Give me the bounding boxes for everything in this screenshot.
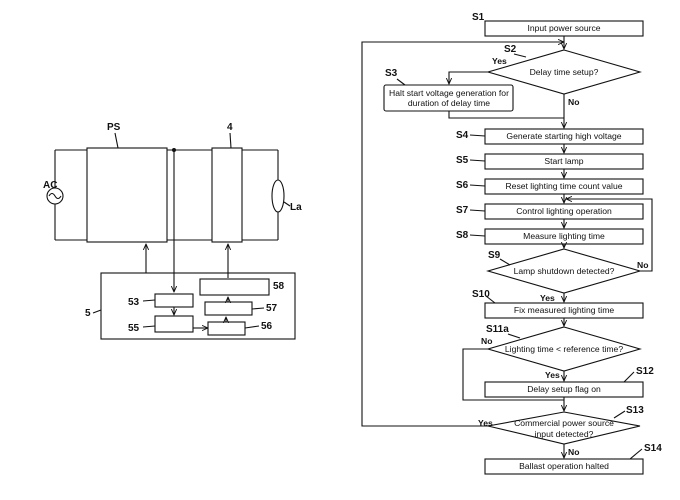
s11a-no-label: No xyxy=(481,336,492,346)
label-ps: PS xyxy=(107,122,121,133)
ps-block xyxy=(86,147,168,243)
step-s2-text: Delay time setup? xyxy=(530,67,599,77)
label-5: 5 xyxy=(85,308,91,319)
arrow-s13-loop xyxy=(361,42,564,427)
step-s6-text: Reset lighting time count value xyxy=(505,181,622,191)
arrow-s2-s3 xyxy=(449,71,488,84)
s8-leader xyxy=(469,234,486,237)
s9-no-label: No xyxy=(637,260,648,270)
unit-5-leader xyxy=(92,309,102,314)
s4-leader xyxy=(469,134,486,137)
step-s3-line1: Halt start voltage generation for xyxy=(389,88,509,98)
ps-leader xyxy=(114,132,119,149)
step-s12-text: Delay setup flag on xyxy=(527,384,601,394)
step-s1-text: Input power source xyxy=(527,23,600,33)
step-s13-line2: input detected? xyxy=(535,429,594,439)
leader-56 xyxy=(244,325,260,329)
s3-leader xyxy=(396,78,406,86)
s7-leader xyxy=(469,209,486,212)
block-56 xyxy=(207,321,246,336)
s9-leader xyxy=(499,258,511,266)
step-s14-ref: S14 xyxy=(644,443,662,454)
circuit-diagram: AC PS 4 La 5 53 55 xyxy=(43,122,302,340)
block-4 xyxy=(211,147,243,243)
step-s13-line1: Commercial power source xyxy=(514,418,614,428)
label-55: 55 xyxy=(128,323,140,334)
s2-leader xyxy=(513,53,527,58)
s11a-yes-label: Yes xyxy=(545,370,560,380)
step-s12-ref: S12 xyxy=(636,366,654,377)
leader-57 xyxy=(251,307,265,310)
lamp-leader xyxy=(283,201,291,207)
step-s14-text: Ballast operation halted xyxy=(519,461,609,471)
line-s11a-no xyxy=(462,348,564,401)
s2-no-label: No xyxy=(568,97,579,107)
s10-leader xyxy=(485,295,496,304)
step-s9-text: Lamp shutdown detected? xyxy=(514,266,615,276)
lamp-icon xyxy=(271,179,285,213)
s9-yes-label: Yes xyxy=(540,293,555,303)
label-57: 57 xyxy=(266,303,278,314)
flowchart: Input power source S1 Delay time setup? … xyxy=(361,12,662,475)
step-s2-ref: S2 xyxy=(504,44,517,55)
s5-leader xyxy=(469,159,486,162)
step-s7-ref: S7 xyxy=(456,205,469,216)
s13-yes-label: Yes xyxy=(478,418,493,428)
block-53 xyxy=(154,293,194,308)
label-58: 58 xyxy=(273,281,285,292)
block-57 xyxy=(204,301,253,316)
label-lamp: La xyxy=(290,202,302,213)
step-s3-ref: S3 xyxy=(385,68,398,79)
s12-leader xyxy=(623,371,635,383)
label-56: 56 xyxy=(261,321,273,332)
block-58 xyxy=(199,278,270,296)
step-s4-ref: S4 xyxy=(456,130,469,141)
s14-leader xyxy=(629,448,643,460)
ac-sine-icon xyxy=(48,192,62,200)
leader-55 xyxy=(142,325,156,328)
step-s4-text: Generate starting high voltage xyxy=(506,131,621,141)
step-s14-box xyxy=(484,458,644,475)
label-53: 53 xyxy=(128,297,140,308)
s13-leader xyxy=(613,410,626,419)
step-s10-ref: S10 xyxy=(472,289,490,300)
step-s13-ref: S13 xyxy=(626,405,644,416)
step-s5-ref: S5 xyxy=(456,155,469,166)
s6-leader xyxy=(469,184,486,187)
s11a-leader xyxy=(507,333,521,339)
step-s9-ref: S9 xyxy=(488,250,501,261)
block-55 xyxy=(154,315,194,333)
step-s1-ref: S1 xyxy=(472,12,485,23)
step-s10-text: Fix measured lighting time xyxy=(514,305,615,315)
label-ac: AC xyxy=(43,180,57,191)
step-s8-ref: S8 xyxy=(456,230,469,241)
arrow-s9-loop xyxy=(566,199,653,272)
s13-no-label: No xyxy=(568,447,579,457)
step-s6-ref: S6 xyxy=(456,180,469,191)
step-s5-text: Start lamp xyxy=(544,156,583,166)
step-s7-text: Control lighting operation xyxy=(516,206,612,216)
step-s13-diamond xyxy=(487,411,641,445)
leader-53 xyxy=(142,299,156,302)
step-s8-text: Measure lighting time xyxy=(523,231,605,241)
step-s11a-ref: S11a xyxy=(486,324,509,335)
s2-yes-label: Yes xyxy=(492,56,507,66)
step-s11a-text: Lighting time < reference time? xyxy=(505,344,623,354)
label-4: 4 xyxy=(227,122,233,133)
step-s3-line2: duration of delay time xyxy=(408,98,490,108)
block-4-leader xyxy=(229,132,232,149)
line-s3-merge xyxy=(448,111,564,119)
